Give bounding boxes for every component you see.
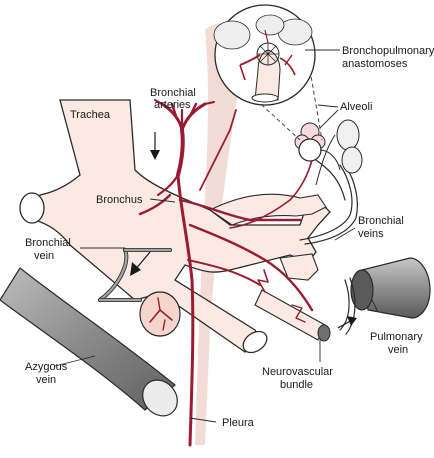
- label-alveoli: Alveoli: [340, 101, 372, 113]
- label-pulmonary-1: Pulmonary: [370, 331, 423, 343]
- lymph-node: [140, 292, 180, 336]
- label-bronchopulmonary-2: anastomoses: [342, 58, 408, 70]
- label-bronchial-arteries-2: arteries: [154, 99, 191, 111]
- pulmonary-vein-lumen: [351, 270, 373, 310]
- neurovascular-bundle: [255, 290, 330, 341]
- label-trachea: Trachea: [70, 109, 111, 121]
- label-azygous-1: Azygous: [25, 361, 68, 373]
- label-bronchial-vein-1: Bronchial: [25, 237, 71, 249]
- alveoli-zoom-target: [299, 139, 321, 161]
- label-bronchial-veins-1: Bronchial: [358, 215, 404, 227]
- bronchus-lumen-left: [20, 193, 44, 223]
- label-neurovascular-2: bundle: [280, 379, 313, 391]
- label-bronchial-arteries-1: Bronchial: [150, 87, 196, 99]
- alveoli-cluster: [295, 120, 362, 185]
- label-bronchial-veins-2: veins: [358, 228, 384, 240]
- label-bronchial-vein-2: vein: [34, 250, 54, 262]
- pulmonary-vein: [351, 258, 430, 318]
- label-bronchus: Bronchus: [96, 194, 143, 206]
- label-neurovascular-1: Neurovascular: [262, 366, 333, 378]
- down-arrow-icon: [150, 132, 160, 160]
- label-pleura: Pleura: [222, 417, 255, 429]
- label-azygous-2: vein: [36, 374, 56, 386]
- label-bronchopulmonary-1: Bronchopulmonary: [342, 45, 434, 57]
- label-pulmonary-2: vein: [388, 344, 408, 356]
